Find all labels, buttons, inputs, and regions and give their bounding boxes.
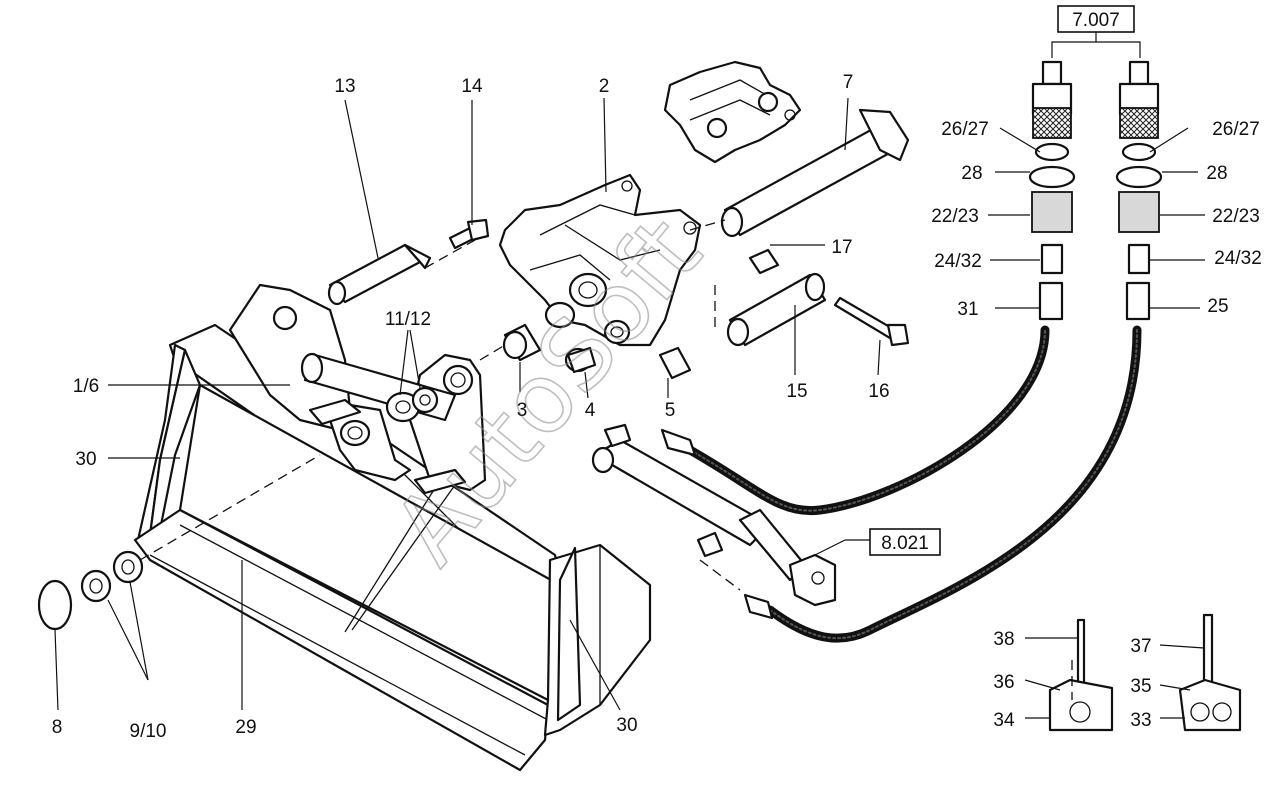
coupling-right: [1115, 60, 1163, 321]
part-label: 22/23: [1212, 206, 1260, 227]
part-label: 15: [786, 381, 807, 402]
part-label: 17: [831, 237, 852, 258]
part-label: 5: [665, 400, 676, 421]
part-label: 33: [1130, 710, 1151, 731]
part-label: 37: [1130, 636, 1151, 657]
part-label: 24/32: [934, 251, 982, 272]
part-label: 30: [75, 449, 96, 470]
part-label: 7: [843, 72, 854, 93]
part-label: 16: [868, 381, 889, 402]
part-label: 9/10: [130, 721, 167, 742]
tilt-cylinder: [591, 423, 837, 607]
reference-label: 8.021: [881, 533, 929, 554]
pin-7: [720, 108, 910, 238]
washers-11-12: [385, 386, 439, 423]
hydraulic-hoses: [660, 325, 1142, 643]
part-label: 34: [993, 710, 1015, 731]
part-label: 28: [961, 163, 982, 184]
part-label: 36: [993, 672, 1014, 693]
part-label: 22/23: [931, 206, 979, 227]
reference-box-7.007: 7.007: [1057, 5, 1135, 33]
part-label: 25: [1207, 296, 1228, 317]
part-label: 2: [599, 76, 610, 97]
coupling-left: [1028, 60, 1076, 321]
part-label: 31: [957, 299, 978, 320]
part-label: 1/6: [73, 376, 99, 397]
reference-box-8.021: 8.021: [869, 528, 941, 556]
grease-nipple-5: [658, 346, 692, 380]
part-label: 38: [993, 629, 1014, 650]
part-label: 24/32: [1214, 248, 1262, 269]
part-label: 26/27: [1212, 119, 1260, 140]
part-label: 30: [616, 715, 637, 736]
part-label: 35: [1130, 676, 1151, 697]
retaining-rings: [37, 550, 144, 631]
part-label: 29: [235, 717, 256, 738]
part-label: 3: [517, 400, 528, 421]
bracket-7.007-lines: [1051, 30, 1141, 58]
quick-coupler-bracket: [498, 60, 802, 347]
part-labels: 13 14 2 7 26/27 26/27 28 28 22/23 22/23 …: [52, 72, 1262, 742]
part-label: 28: [1206, 163, 1227, 184]
part-label: 26/27: [941, 119, 989, 140]
bolt-14: [448, 218, 490, 250]
part-label: 13: [334, 76, 355, 97]
assembly-dash-lines: [139, 219, 741, 591]
hose-clamp-left: [1048, 618, 1114, 732]
hose-clamp-right: [1178, 613, 1242, 732]
pin-15-and-bolt-16: [726, 248, 910, 347]
bushes-3-4: [502, 323, 597, 374]
part-label: 11/12: [385, 309, 431, 330]
pin-13: [327, 243, 432, 306]
part-label: 8: [52, 717, 63, 738]
leader-lines: [54, 97, 1205, 719]
part-label: 4: [585, 400, 596, 421]
part-label: 14: [461, 76, 483, 97]
reference-label: 7.007: [1072, 10, 1120, 31]
